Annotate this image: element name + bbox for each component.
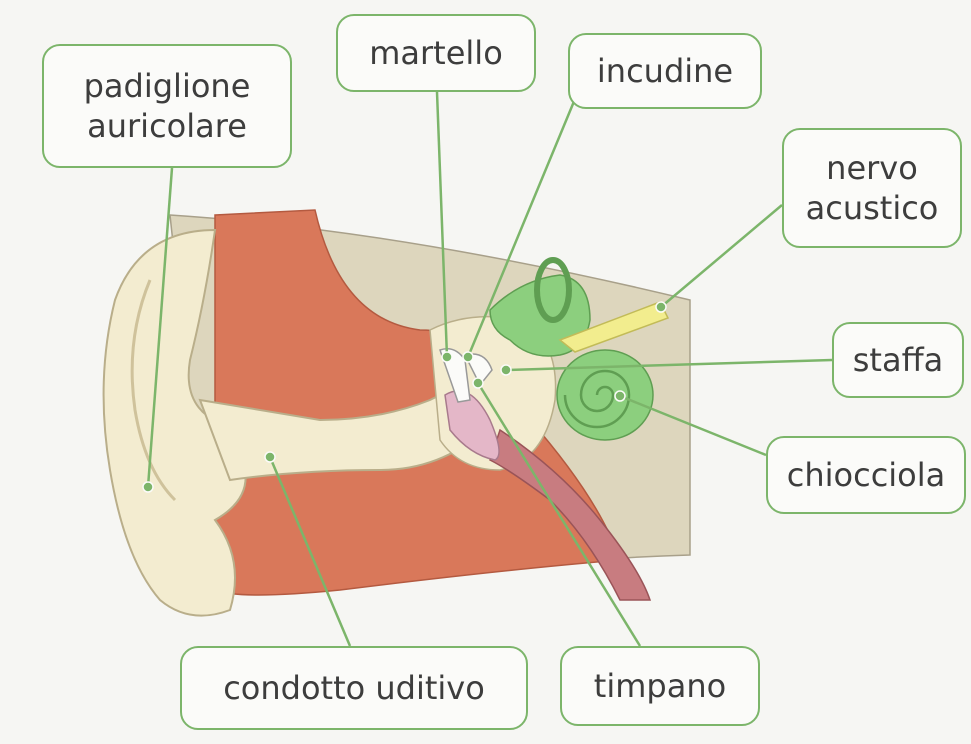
label-martello-text: martello (338, 33, 534, 73)
label-timpano: timpano (560, 646, 760, 726)
anchor-martello (442, 352, 452, 362)
label-timpano-text: timpano (562, 666, 758, 706)
label-padiglione-line1: padiglione (44, 66, 290, 106)
label-martello: martello (336, 14, 536, 92)
label-padiglione-auricolare: padiglione auricolare (42, 44, 292, 168)
label-staffa-text: staffa (834, 340, 962, 380)
connector-nervo (661, 205, 782, 307)
anchor-nervo (656, 302, 666, 312)
anchor-staffa (501, 365, 511, 375)
anchor-condotto (265, 452, 275, 462)
anchor-timpano (473, 378, 483, 388)
label-condotto-text: condotto uditivo (182, 668, 526, 708)
label-staffa: staffa (832, 322, 964, 398)
label-nervo-line2: acustico (784, 188, 960, 228)
label-nervo-line1: nervo (784, 148, 960, 188)
anchor-incudine (463, 352, 473, 362)
label-padiglione-line2: auricolare (44, 106, 290, 146)
label-incudine-text: incudine (570, 51, 760, 91)
anchor-padiglione (143, 482, 153, 492)
label-condotto-uditivo: condotto uditivo (180, 646, 528, 730)
label-incudine: incudine (568, 33, 762, 109)
label-nervo-acustico: nervo acustico (782, 128, 962, 248)
label-chiocciola: chiocciola (766, 436, 966, 514)
anchor-chiocciola (615, 391, 625, 401)
label-chiocciola-text: chiocciola (768, 455, 964, 495)
